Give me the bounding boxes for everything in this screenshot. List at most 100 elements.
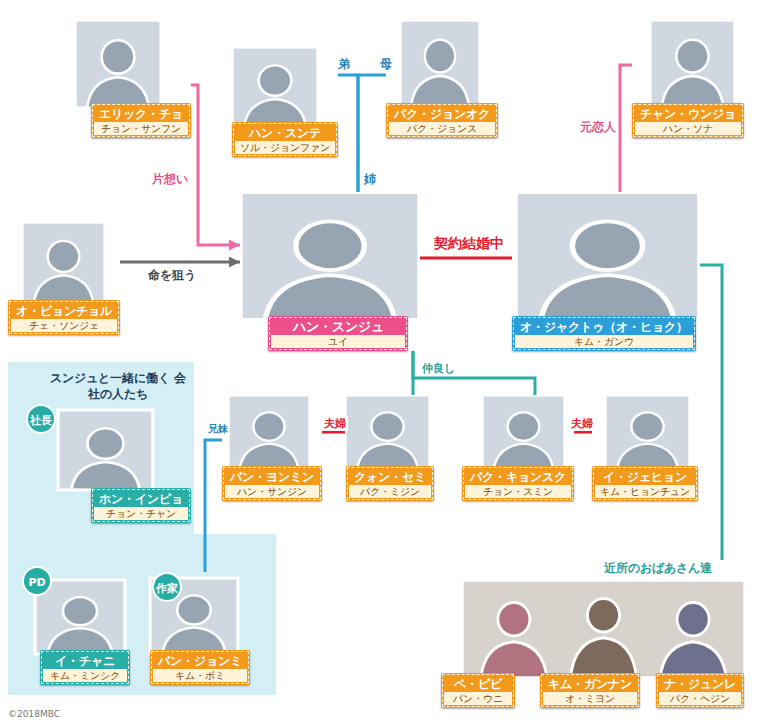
actor-name: パク・ジョンス [389, 122, 495, 135]
relation-line [338, 75, 358, 192]
portrait [35, 580, 125, 654]
relation-line [700, 265, 722, 560]
edge-label-patch: 弟 [336, 57, 352, 72]
edge-label-patch: 母 [378, 57, 394, 72]
name-tag: ペ・ピビパン・ウニ [441, 673, 515, 708]
name-tag: オ・ジャクトゥ（オ・ヒョク）キム・ガンウ [512, 316, 696, 351]
photo-frame [228, 395, 310, 470]
edge-label-patch: 契約結婚中 [432, 236, 506, 251]
photo-frame [605, 395, 690, 470]
photo-frame [232, 47, 318, 127]
relation-line [620, 65, 632, 192]
edge-label-patch: 片想い [150, 172, 190, 187]
character-name: エリック・チョ [94, 106, 188, 122]
label-patch: 姉 [362, 172, 378, 187]
character-name: イ・チャニ [43, 653, 127, 669]
role-text: 作家 [156, 582, 178, 595]
edge-label: 元恋人 [580, 120, 616, 134]
photo-frame [35, 580, 125, 654]
actor-name: ソル・ジョンファン [235, 141, 335, 154]
photo-frame [482, 395, 565, 470]
name-tag: ナ・ジュンレパク・ヘジン [656, 673, 744, 708]
edge-label-patch: 兄妹 [206, 421, 230, 436]
edge-label: 夫婦 [324, 417, 346, 430]
relation-line [413, 351, 535, 395]
photo-frame [515, 192, 700, 320]
name-tag: イ・ジェヒョンキム・ヒョンチュン [592, 466, 698, 501]
photo-frame [462, 580, 745, 678]
name-tag: イ・チャニキム・ミンシク [40, 650, 130, 685]
character-name: オ・ビョンチョル [11, 303, 117, 319]
edge-label-patch: 夫婦 [569, 416, 595, 431]
photo-frame [345, 395, 430, 470]
name-tag: チャン・ウンジョハン・ソナ [632, 103, 744, 138]
actor-name: パン・ウニ [444, 692, 512, 705]
actor-name: チョン・チャン [94, 507, 188, 520]
edge-label-patch: 夫婦 [322, 416, 348, 431]
portrait [482, 395, 565, 470]
character-name: キム・ガンナン [543, 676, 637, 692]
actor-name: オ・ミヨン [543, 692, 637, 705]
edge-label: 兄妹 [208, 423, 228, 434]
character-name: ハン・スンジュ [271, 319, 405, 335]
edge-label: 契約結婚中 [434, 235, 504, 251]
portrait [650, 20, 735, 106]
photo-frame [22, 222, 105, 304]
character-name: バン・ヨンミン [225, 469, 319, 485]
photo-frame [240, 192, 420, 320]
portrait [605, 395, 690, 470]
actor-name: キム・ガンウ [515, 335, 693, 348]
character-name: ペ・ピビ [444, 676, 512, 692]
role-text: PD [28, 576, 45, 589]
photo-frame [75, 20, 161, 108]
edge-label-patch: 仲良し [420, 361, 457, 376]
character-name: ナ・ジュンレ [659, 676, 741, 692]
portrait [75, 20, 161, 108]
actor-name: パク・ヘジン [659, 692, 741, 705]
actor-name: キム・ミンシク [43, 669, 127, 682]
character-card: ナ・ジュンレパク・ヘジン [656, 673, 744, 708]
character-name: パク・キョンスク [465, 469, 571, 485]
relation-label: 姉 [364, 172, 376, 186]
portrait [22, 222, 105, 304]
name-tag: バン・ヨンミンハン・サンジン [222, 466, 322, 501]
photo-frame [650, 20, 735, 106]
label-patch: ©2018MBC [6, 707, 62, 722]
actor-name: ハン・ソナ [635, 122, 741, 135]
character-name: クォン・セミ [349, 469, 431, 485]
photo-frame [150, 578, 238, 654]
relation-line [191, 85, 240, 245]
character-name: ホン・インピョ [94, 491, 188, 507]
name-tag: キム・ガンナンオ・ミヨン [540, 673, 640, 708]
name-tag: エリック・チョチョン・サンフン [91, 103, 191, 138]
panel-fill [8, 362, 276, 695]
actor-name: チェ・ソンジェ [11, 319, 117, 332]
character-card: ペ・ピビパン・ウニ [441, 673, 515, 708]
edge-label: 弟 [338, 57, 350, 71]
character-name: バン・ジョンミ [153, 653, 247, 669]
portrait [345, 395, 430, 470]
relation-line [420, 257, 512, 260]
actor-name: パク・ミジン [349, 485, 431, 498]
character-name: チャン・ウンジョ [635, 106, 741, 122]
edge-label: 夫婦 [571, 417, 593, 430]
portrait [232, 47, 318, 127]
edge-label: 命を狙う [148, 268, 196, 282]
actor-name: チョン・スミン [465, 485, 571, 498]
portrait [515, 192, 700, 320]
relation-line [358, 75, 386, 192]
character-card: キム・ガンナンオ・ミヨン [540, 673, 640, 708]
portrait [58, 410, 153, 490]
portrait [150, 578, 238, 654]
edge-label: 母 [380, 57, 392, 71]
role-badge: 社長 [26, 404, 56, 434]
actor-name: ハン・サンジン [225, 485, 319, 498]
portrait [240, 192, 420, 320]
character-name: オ・ジャクトゥ（オ・ヒョク） [515, 319, 693, 335]
role-badge: 作家 [152, 572, 182, 602]
actor-name: チョン・サンフン [94, 122, 188, 135]
relation-line [120, 261, 240, 264]
name-tag: ハン・スンテソル・ジョンファン [232, 122, 338, 157]
name-tag: クォン・セミパク・ミジン [346, 466, 434, 501]
role-text: 社長 [30, 414, 52, 427]
